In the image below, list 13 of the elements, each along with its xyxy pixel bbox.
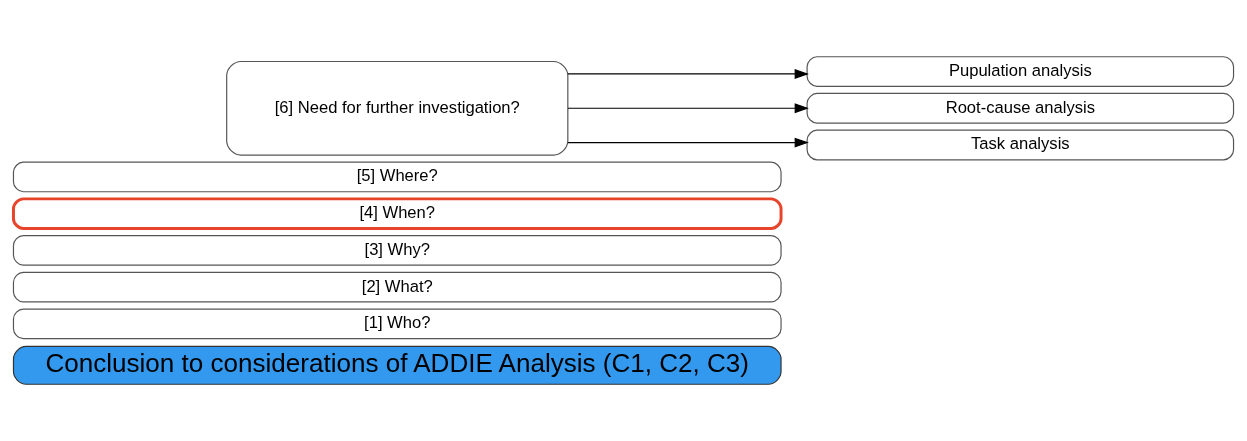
node-box: Pupulation analysis <box>806 56 1235 87</box>
arrow <box>567 103 809 114</box>
node-box: [6] Need for further investigation? <box>226 60 569 156</box>
node-box: Task analysis <box>806 129 1235 161</box>
node-box: [5] Where? <box>12 161 782 193</box>
node-box: [4] When? <box>12 197 783 230</box>
arrow <box>567 137 809 148</box>
node-box: Root-cause analysis <box>806 92 1235 124</box>
node-box: [1] Who? <box>12 308 782 340</box>
node-box: [2] What? <box>12 271 782 303</box>
node-box: [3] Why? <box>12 235 782 266</box>
arrow <box>567 68 809 79</box>
node-box: Conclusion to considerations of ADDIE Analysis (C1, C2, C3) <box>12 345 782 385</box>
